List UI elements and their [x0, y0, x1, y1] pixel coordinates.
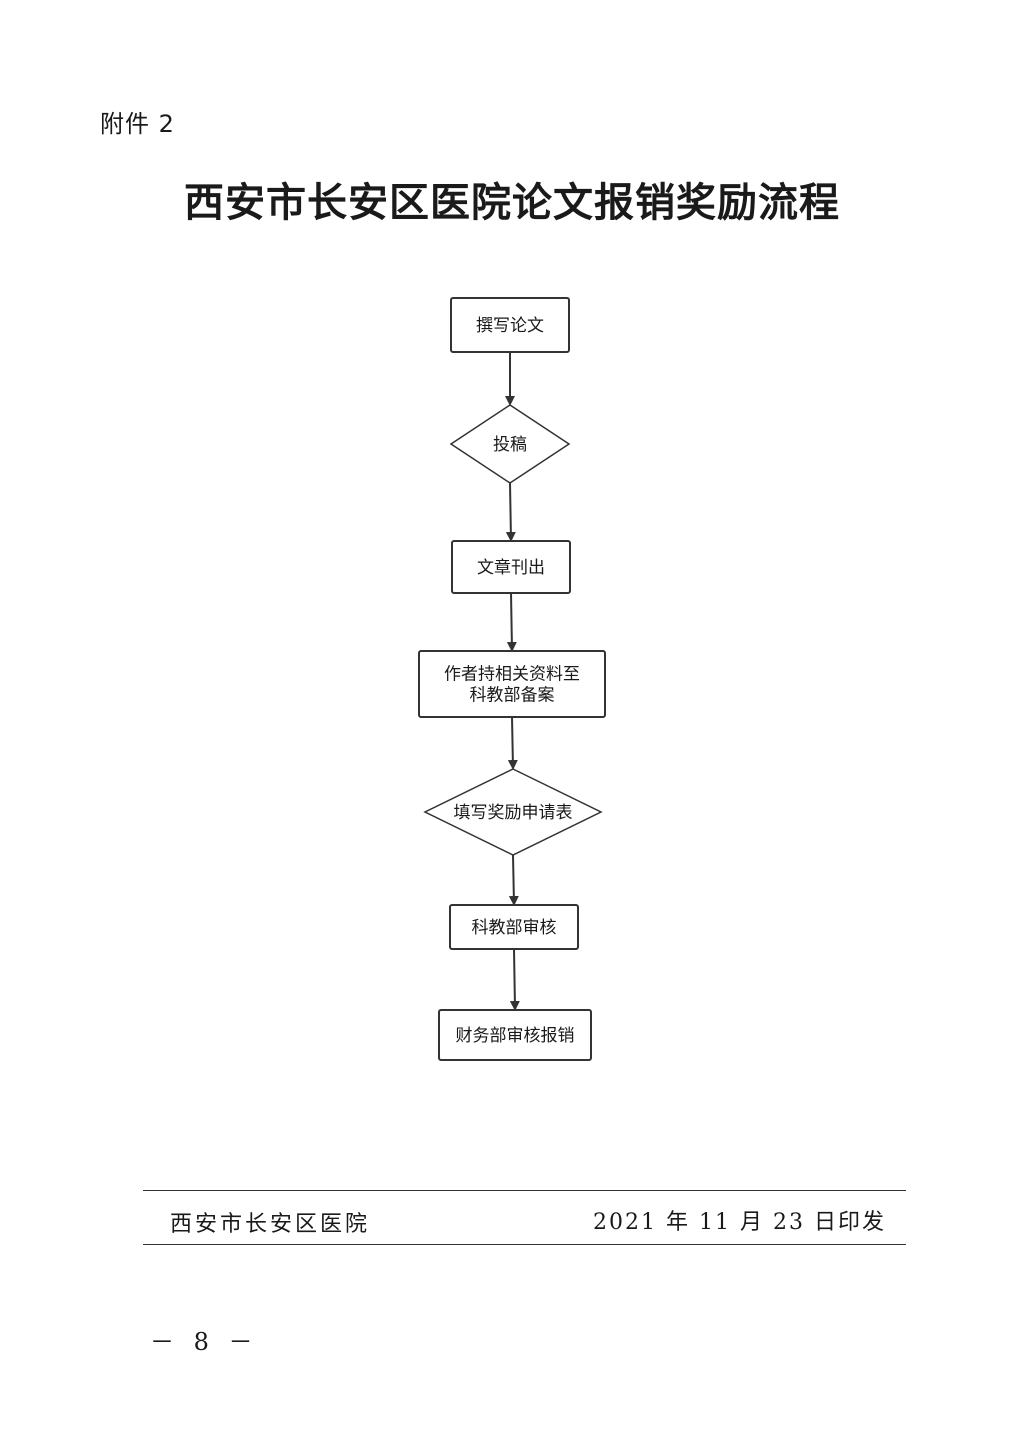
flow-process-shape [418, 650, 606, 718]
flow-arrow-file-to-apply [507, 716, 518, 770]
flow-node-label: 文章刊出 [477, 558, 545, 578]
flow-process-shape [438, 1009, 592, 1061]
flow-node-publish: 文章刊出 [451, 540, 571, 594]
attachment-label: 附件 2 [100, 110, 175, 138]
footer-bottom-rule [143, 1244, 906, 1245]
footer-top-rule [143, 1190, 906, 1191]
flow-node-label: 撰写论文 [476, 316, 544, 336]
flow-arrow-review-to-finance [509, 948, 520, 1011]
flow-decision-shape [423, 768, 603, 856]
flow-arrow-apply-to-review [508, 854, 519, 906]
footer-issue-date: 2021 年 11 月 23 日印发 [593, 1210, 886, 1235]
flow-node-finance: 财务部审核报销 [438, 1009, 592, 1061]
page-number: － 8 － [150, 1328, 259, 1356]
flow-node-label: 作者持相关资料至 [444, 665, 580, 685]
flow-decision-shape [449, 404, 571, 484]
flow-node-review: 科教部审核 [449, 904, 579, 950]
flow-process-shape [450, 297, 570, 353]
flow-node-write: 撰写论文 [450, 297, 570, 353]
flow-node-label: 科教部备案 [470, 686, 555, 706]
flow-process-shape [451, 540, 571, 594]
flow-node-label: 填写奖励申请表 [454, 803, 573, 823]
flow-node-label: 财务部审核报销 [456, 1026, 575, 1046]
flow-arrow-publish-to-file [506, 592, 517, 652]
flow-node-submit: 投稿 [449, 404, 571, 484]
flow-process-shape [449, 904, 579, 950]
flow-node-label: 投稿 [493, 435, 527, 455]
flow-node-apply: 填写奖励申请表 [423, 768, 603, 856]
flow-node-label: 科教部审核 [472, 918, 557, 938]
footer-issuer: 西安市长安区医院 [170, 1212, 371, 1237]
document-title: 西安市长安区医院论文报销奖励流程 [184, 179, 840, 226]
flow-arrow-submit-to-publish [505, 482, 516, 542]
